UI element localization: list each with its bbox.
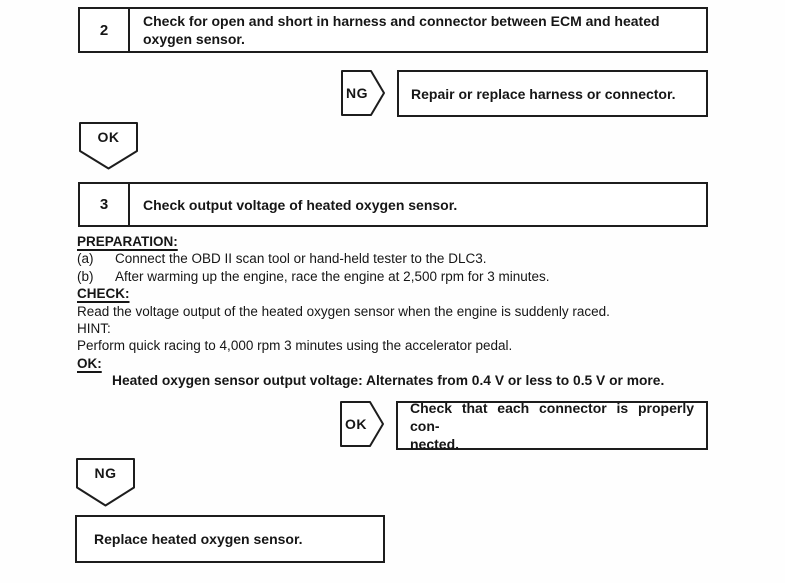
ng-down-arrow-pentagon-icon [76, 458, 135, 507]
step-2-label: Check for open and short in harness and … [130, 9, 706, 51]
procedure-details: PREPARATION: (a) Connect the OBD II scan… [77, 233, 709, 390]
preparation-item-b-marker: (b) [77, 268, 94, 284]
ok-connector-2: OK [340, 401, 384, 447]
step-2-number: 2 [80, 9, 130, 51]
ng-connector-1-label: NG [346, 85, 368, 101]
ok-connector-2-label: OK [345, 416, 367, 432]
ng-right-arrow-pentagon-icon [341, 70, 385, 116]
ng-connector-2-label: NG [94, 465, 117, 481]
final-action-text: Replace heated oxygen sensor. [94, 531, 303, 547]
ok-heading-text: OK: [77, 355, 102, 371]
step-3-number: 3 [80, 184, 130, 225]
ok-connector-1-label: OK [97, 129, 120, 145]
ok-result-2-line2: nected. [410, 435, 460, 452]
check-heading: CHECK: [77, 285, 709, 302]
ng-result-1-box: Repair or replace harness or connector. [397, 70, 708, 117]
preparation-item-a-marker: (a) [77, 251, 94, 267]
preparation-item-a-text: Connect the OBD II scan tool or hand-hel… [115, 251, 487, 267]
step-3-label-text: Check output voltage of heated oxygen se… [143, 196, 458, 213]
ng-result-1-text: Repair or replace harness or connector. [411, 85, 676, 102]
hint-heading: HINT: [77, 321, 111, 337]
preparation-item-b-text: After warming up the engine, race the en… [115, 268, 550, 284]
ok-spec-text: Heated oxygen sensor output voltage: Alt… [112, 373, 665, 389]
ok-right-arrow-pentagon-icon [340, 401, 384, 447]
check-text: Read the voltage output of the heated ox… [77, 303, 610, 319]
ng-connector-2: NG [76, 458, 135, 507]
check-heading-text: CHECK: [77, 286, 130, 302]
step-2-label-text: Check for open and short in harness and … [143, 13, 660, 47]
final-action-box: Replace heated oxygen sensor. [75, 515, 385, 563]
ok-connector-1: OK [79, 122, 138, 170]
preparation-item-a: (a) Connect the OBD II scan tool or hand… [77, 250, 709, 267]
ok-result-2-line1: Check that each connector is properly co… [410, 399, 694, 434]
preparation-item-b: (b) After warming up the engine, race th… [77, 268, 709, 285]
ok-down-arrow-pentagon-icon [79, 122, 138, 170]
step-3-label: Check output voltage of heated oxygen se… [130, 184, 706, 225]
preparation-heading: PREPARATION: [77, 233, 709, 250]
ng-connector-1: NG [341, 70, 385, 116]
preparation-heading-text: PREPARATION: [77, 234, 178, 249]
ok-heading: OK: [77, 355, 709, 372]
hint-text: Perform quick racing to 4,000 rpm 3 minu… [77, 338, 513, 354]
step-3-box: 3 Check output voltage of heated oxygen … [78, 182, 708, 227]
step-2-box: 2 Check for open and short in harness an… [78, 7, 708, 53]
ok-result-2-box: Check that each connector is properly co… [396, 399, 708, 452]
